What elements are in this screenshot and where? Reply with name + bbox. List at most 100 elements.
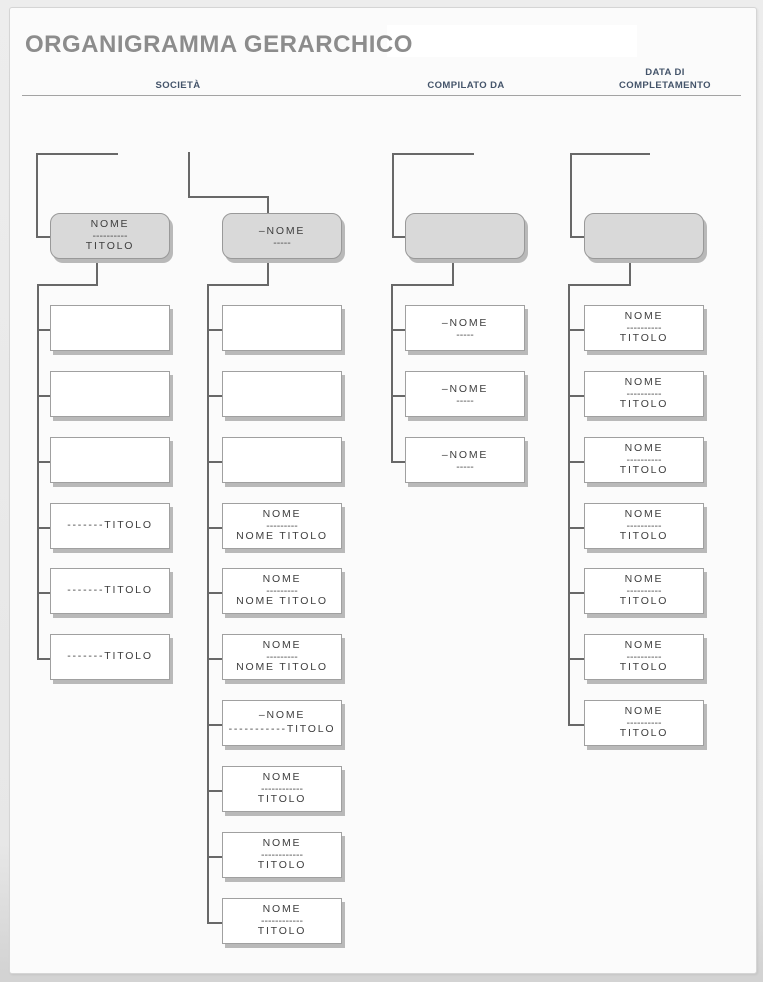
org-node-text: -------TITOLO	[67, 584, 153, 597]
org-node[interactable]	[50, 305, 170, 351]
org-node[interactable]: NOME----------TITOLO	[584, 305, 704, 351]
org-node-text: ----------	[626, 387, 662, 400]
org-node-text: TITOLO	[85, 240, 135, 253]
org-node[interactable]: –NOME-----	[405, 371, 525, 417]
org-node-text: -----	[456, 394, 474, 407]
org-node-text: –NOME	[441, 316, 489, 329]
org-node-text: ----------	[626, 519, 662, 532]
connector-line	[207, 592, 225, 594]
org-node-text: ----------	[626, 716, 662, 729]
org-node[interactable]: -------TITOLO	[50, 503, 170, 549]
connector-line	[570, 236, 587, 238]
org-node[interactable]: NOME----------TITOLO	[584, 437, 704, 483]
org-node-text: -----	[456, 460, 474, 473]
org-node-text: –NOME	[258, 224, 306, 237]
org-root-node[interactable]: –NOME-----	[222, 213, 342, 259]
connector-line	[96, 257, 98, 286]
connector-line	[36, 153, 38, 238]
org-root-node[interactable]	[584, 213, 704, 259]
org-node[interactable]: -------TITOLO	[50, 634, 170, 680]
org-node-text: NOME	[262, 837, 302, 850]
org-node-text: ----------	[626, 453, 662, 466]
connector-line	[37, 284, 39, 660]
org-node-text: NOME	[90, 218, 130, 231]
connector-line	[36, 153, 118, 155]
org-node[interactable]: –NOME-----	[405, 305, 525, 351]
connector-line	[37, 284, 98, 286]
org-node-text: –NOME	[258, 709, 306, 722]
connector-line	[207, 329, 225, 331]
org-node-text: TITOLO	[619, 464, 669, 477]
connector-line	[629, 257, 631, 286]
org-node-text: NOME	[624, 508, 664, 521]
connector-line	[391, 284, 393, 463]
org-node-text: TITOLO	[619, 530, 669, 543]
org-node-text: ---------	[266, 650, 298, 663]
connector-line	[37, 658, 53, 660]
org-node[interactable]	[222, 371, 342, 417]
connector-line	[568, 395, 587, 397]
org-node-text: –NOME	[441, 382, 489, 395]
org-node-text: NOME TITOLO	[236, 530, 328, 543]
org-node[interactable]: NOME----------TITOLO	[584, 503, 704, 549]
connector-line	[207, 922, 225, 924]
org-node-text: ------------	[261, 782, 303, 795]
org-node[interactable]: NOME------------TITOLO	[222, 766, 342, 812]
org-node[interactable]: NOME----------TITOLO	[584, 371, 704, 417]
connector-line	[37, 329, 53, 331]
org-node[interactable]: NOME---------NOME TITOLO	[222, 634, 342, 680]
connector-line	[207, 527, 225, 529]
org-node[interactable]: NOME------------TITOLO	[222, 832, 342, 878]
org-node-text: NOME	[624, 310, 664, 323]
org-node-text: ----------	[626, 650, 662, 663]
org-node-text: ---------	[266, 519, 298, 532]
document-page	[9, 7, 757, 974]
connector-line	[37, 461, 53, 463]
org-node-text: ---------	[266, 584, 298, 597]
connector-line	[188, 152, 190, 198]
org-node-text: –NOME	[441, 448, 489, 461]
org-node-text: -----	[273, 236, 291, 249]
org-node[interactable]	[50, 371, 170, 417]
org-node[interactable]	[50, 437, 170, 483]
org-node[interactable]	[222, 437, 342, 483]
connector-line	[568, 527, 587, 529]
org-node-text: NOME	[624, 705, 664, 718]
connector-line	[568, 284, 631, 286]
connector-line	[568, 658, 587, 660]
field-label-societa: SOCIETÀ	[155, 80, 201, 91]
org-node-text: NOME TITOLO	[236, 595, 328, 608]
connector-line	[207, 856, 225, 858]
page-title: ORGANIGRAMMA GERARCHICO	[25, 31, 413, 58]
org-node[interactable]: NOME---------NOME TITOLO	[222, 503, 342, 549]
connector-line	[568, 461, 587, 463]
org-node-text: ------------	[261, 914, 303, 927]
org-node[interactable]: –NOME-----------TITOLO	[222, 700, 342, 746]
org-node[interactable]: NOME---------NOME TITOLO	[222, 568, 342, 614]
connector-line	[267, 196, 269, 216]
org-root-node[interactable]: NOME----------TITOLO	[50, 213, 170, 259]
connector-line	[568, 329, 587, 331]
title-highlight	[387, 25, 637, 57]
org-node[interactable]	[222, 305, 342, 351]
connector-line	[207, 284, 269, 286]
field-label-data-di-completamento: DATA DI COMPLETAMENTO	[619, 67, 711, 91]
connector-line	[391, 461, 408, 463]
connector-line	[391, 284, 454, 286]
org-node-text: -----	[456, 328, 474, 341]
org-root-node[interactable]	[405, 213, 525, 259]
connector-line	[267, 257, 269, 286]
org-node[interactable]: -------TITOLO	[50, 568, 170, 614]
connector-line	[188, 196, 269, 198]
org-node[interactable]: NOME------------TITOLO	[222, 898, 342, 944]
org-node-text: TITOLO	[619, 332, 669, 345]
connector-line	[392, 153, 394, 238]
connector-line	[391, 329, 408, 331]
org-node-text: TITOLO	[257, 859, 307, 872]
org-node-text: TITOLO	[619, 595, 669, 608]
org-node[interactable]: –NOME-----	[405, 437, 525, 483]
org-node[interactable]: NOME----------TITOLO	[584, 634, 704, 680]
org-node[interactable]: NOME----------TITOLO	[584, 700, 704, 746]
org-node[interactable]: NOME----------TITOLO	[584, 568, 704, 614]
